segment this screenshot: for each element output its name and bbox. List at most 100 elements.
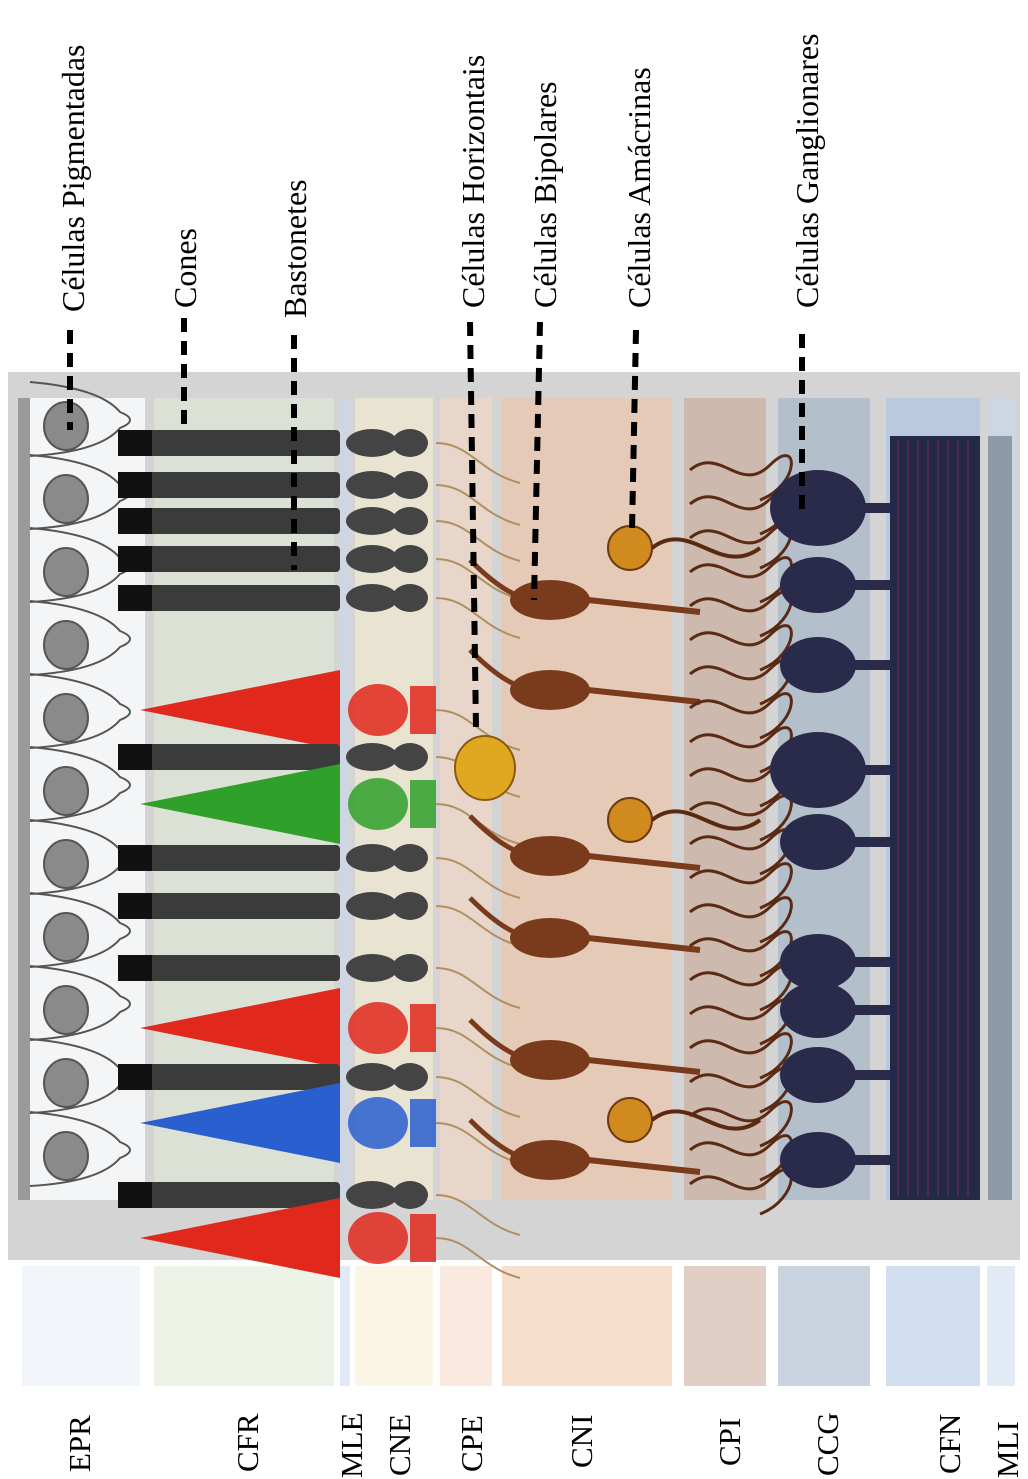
label-bipolar-cells: Células Bipolares (527, 81, 563, 308)
rod-terminal (392, 584, 428, 612)
layer-label-ccg: CCG (810, 1412, 845, 1476)
rod-nucleus (346, 471, 398, 499)
rod-outer-tip (118, 893, 152, 919)
pigment-nucleus (44, 913, 88, 961)
legend-band-cfn (886, 1266, 980, 1386)
rod-nucleus (346, 892, 398, 920)
rod-nucleus (346, 743, 398, 771)
cone-pedicle (410, 1099, 436, 1147)
rod-terminal (392, 844, 428, 872)
rod-terminal (392, 429, 428, 457)
amacrine-soma (608, 798, 652, 842)
rod-terminal (392, 743, 428, 771)
rod-terminal (392, 545, 428, 573)
legend-band-mli (987, 1266, 1015, 1386)
cone-nucleus (348, 1097, 408, 1149)
legend-band-cne (355, 1266, 433, 1386)
cell-labels: Células Pigmentadas Cones Bastonetes Cél… (55, 33, 825, 318)
rod-nucleus (346, 545, 398, 573)
label-ganglion-cells: Células Ganglionares (789, 33, 825, 308)
rod-outer-tip (118, 508, 152, 534)
rod-outer-tip (118, 430, 152, 456)
label-amacrine-cells: Células Amácrinas (621, 67, 657, 308)
ganglion-soma (780, 814, 856, 870)
ganglion-soma (780, 557, 856, 613)
layer-labels: EPR CFR MLE CNE CPE CNI CPI CCG CFN MLI (62, 1412, 1025, 1478)
cone-pedicle (410, 1004, 436, 1052)
rod-terminal (392, 1063, 428, 1091)
pigment-nucleus (44, 767, 88, 815)
rod-outer-tip (118, 585, 152, 611)
rod-outer-tip (118, 955, 152, 981)
legend-band-ccg (778, 1266, 870, 1386)
pigment-nucleus (44, 475, 88, 523)
pigment-nucleus (44, 986, 88, 1034)
leader-amacrine (632, 330, 636, 530)
label-horizontal-cells: Células Horizontais (455, 55, 491, 308)
pigment-nucleus (44, 548, 88, 596)
rod-nucleus (346, 954, 398, 982)
layer-label-mle: MLE (334, 1413, 369, 1478)
rod-outer-tip (118, 1064, 152, 1090)
rod-nucleus (346, 584, 398, 612)
cone-nucleus (348, 1002, 408, 1054)
rod-terminal (392, 954, 428, 982)
layer-label-cpe: CPE (454, 1415, 489, 1472)
label-pigment-cells: Células Pigmentadas (55, 44, 91, 312)
layer-label-cne: CNE (382, 1414, 417, 1476)
layer-label-cfr: CFR (230, 1413, 265, 1472)
legend-band-mle (340, 1266, 350, 1386)
amacrine-soma (608, 1098, 652, 1142)
legend-band-cpi (684, 1266, 766, 1386)
layer-label-cpi: CPI (712, 1418, 747, 1466)
layer-label-mli: MLI (990, 1421, 1025, 1478)
cone-pedicle (410, 780, 436, 828)
rod-outer-tip (118, 1182, 152, 1208)
rod-outer-tip (118, 744, 152, 770)
amacrine-soma (608, 526, 652, 570)
bipolar-soma (510, 836, 590, 876)
pigment-nucleus (44, 621, 88, 669)
rod-nucleus (346, 844, 398, 872)
cone-pedicle (410, 1214, 436, 1262)
pigment-nucleus (44, 402, 88, 450)
ganglion-soma (780, 1047, 856, 1103)
nerve-fiber-layer (890, 436, 980, 1200)
rod-nucleus (346, 507, 398, 535)
pigment-nucleus (44, 840, 88, 888)
ganglion-soma (770, 470, 866, 546)
ganglion-soma (780, 637, 856, 693)
ganglion-soma (780, 934, 856, 990)
label-cones: Cones (167, 228, 203, 308)
bruch-membrane (18, 398, 30, 1200)
rod-terminal (392, 892, 428, 920)
rod-nucleus (346, 1063, 398, 1091)
rod-outer-tip (118, 472, 152, 498)
ganglion-soma (780, 1132, 856, 1188)
cone-pedicle (410, 686, 436, 734)
rod-outer-tip (118, 546, 152, 572)
rod-terminal (392, 1181, 428, 1209)
pigment-nucleus (44, 1059, 88, 1107)
rod-terminal (392, 471, 428, 499)
cone-nucleus (348, 684, 408, 736)
bipolar-soma (510, 1140, 590, 1180)
rod-nucleus (346, 1181, 398, 1209)
layer-label-cfn: CFN (932, 1414, 967, 1474)
inner-limiting-membrane (988, 436, 1012, 1200)
pigment-nucleus (44, 1132, 88, 1180)
bipolar-soma (510, 580, 590, 620)
rod-terminal (392, 507, 428, 535)
layer-label-cni: CNI (564, 1415, 599, 1468)
horizontal-cell (455, 736, 515, 800)
rod-outer-tip (118, 845, 152, 871)
cone-nucleus (348, 778, 408, 830)
band-cni (502, 398, 672, 1200)
bipolar-soma (510, 1040, 590, 1080)
bipolar-soma (510, 670, 590, 710)
pigment-nucleus (44, 694, 88, 742)
legend-band-cpe (440, 1266, 492, 1386)
ganglion-soma (770, 732, 866, 808)
cone-nucleus (348, 1212, 408, 1264)
